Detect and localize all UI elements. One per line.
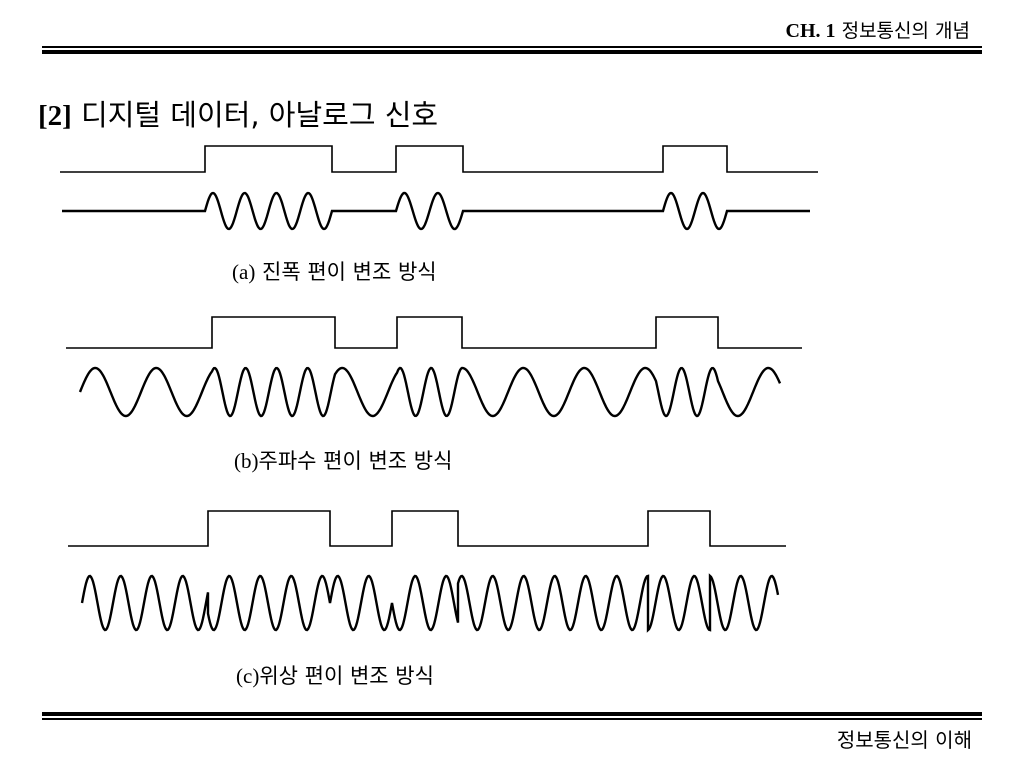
ask-carrier-wave [62, 191, 810, 231]
chapter-title: 정보통신의 개념 [841, 20, 970, 42]
caption-fsk-prefix: (b) [234, 449, 259, 473]
slide-title-number: [2] [38, 100, 72, 132]
caption-ask: (a) 진폭 편이 변조 방식 [232, 256, 437, 286]
psk-digital-signal [68, 510, 786, 547]
header-rule [42, 46, 982, 54]
psk-carrier-wave [80, 573, 780, 633]
header-title: CH. 1 정보통신의 개념 [786, 16, 970, 43]
caption-ask-label: 진폭 편이 변조 방식 [262, 260, 437, 284]
fsk-digital-signal [66, 316, 802, 349]
ask-digital-signal [60, 145, 818, 173]
footer-text: 정보통신의 이해 [836, 728, 972, 752]
caption-psk: (c)위상 편이 변조 방식 [236, 660, 434, 690]
caption-psk-prefix: (c) [236, 664, 260, 688]
caption-ask-prefix: (a) [232, 260, 256, 284]
caption-fsk: (b)주파수 편이 변조 방식 [234, 445, 452, 475]
footer-rule [42, 712, 982, 720]
caption-fsk-label: 주파수 편이 변조 방식 [258, 449, 453, 473]
fsk-carrier-wave [78, 366, 782, 418]
chapter-prefix: CH. 1 [785, 20, 836, 42]
slide-title-text: 디지털 데이터, 아날로그 신호 [81, 98, 439, 132]
caption-psk-label: 위상 편이 변조 방식 [259, 664, 434, 688]
slide-title: [2] 디지털 데이터, 아날로그 신호 [38, 92, 438, 134]
